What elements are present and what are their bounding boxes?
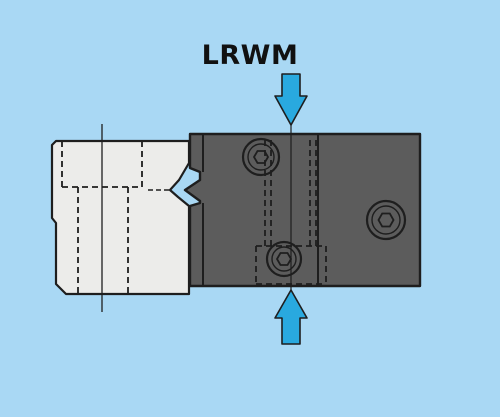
hex-socket-screw-icon [365,199,407,241]
diagram-title: LRWM [201,40,299,71]
up-arrow-icon [274,289,308,345]
hex-socket-screw-icon [265,240,303,278]
hex-socket-screw-icon [241,137,281,177]
left-clamp-block [50,124,191,312]
down-arrow-icon [274,73,308,126]
right-clamp-block [183,132,422,288]
